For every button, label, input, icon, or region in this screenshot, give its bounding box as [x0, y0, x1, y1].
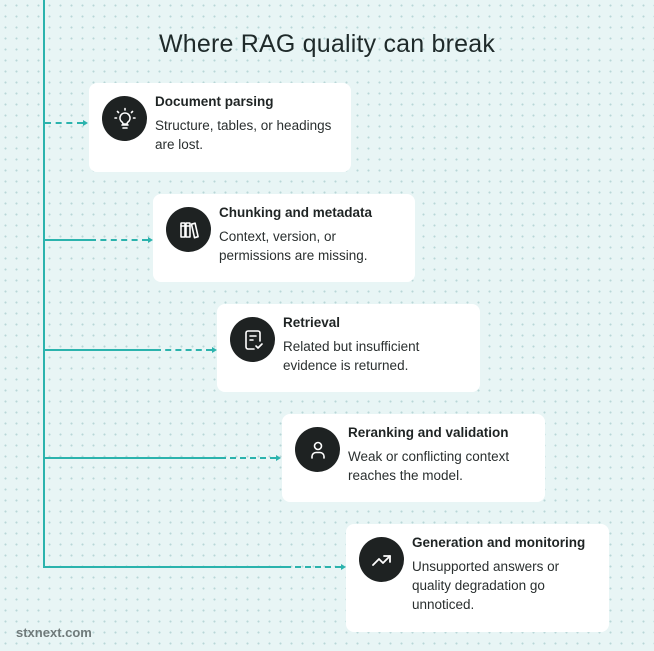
- step-card-generation-monitoring: Generation and monitoring Unsupported an…: [346, 524, 609, 632]
- lightbulb-icon: [102, 96, 147, 141]
- connector-3-solid: [45, 349, 155, 351]
- connector-5-arrow: [341, 564, 346, 570]
- connector-2-dash: [90, 239, 148, 241]
- step-description: Related but insufficient evidence is ret…: [283, 339, 420, 373]
- trend-up-icon: [359, 537, 404, 582]
- connector-3-arrow: [212, 347, 217, 353]
- connector-1: [45, 122, 83, 124]
- step-description: Weak or conflicting context reaches the …: [348, 449, 510, 483]
- person-icon: [295, 427, 340, 472]
- connector-5-dash: [285, 566, 341, 568]
- diagram-title: Where RAG quality can break: [158, 30, 496, 58]
- connector-5-solid: [45, 566, 285, 568]
- flow-spine-line: [43, 0, 45, 568]
- connector-4-arrow: [276, 455, 281, 461]
- step-card-chunking-metadata: Chunking and metadata Context, version, …: [153, 194, 415, 282]
- step-title: Chunking and metadata: [219, 205, 373, 220]
- step-card-reranking-validation: Reranking and validation Weak or conflic…: [282, 414, 545, 502]
- step-title: Reranking and validation: [348, 425, 509, 440]
- step-title: Generation and monitoring: [412, 535, 586, 550]
- step-card-document-parsing: Document parsing Structure, tables, or h…: [89, 83, 351, 172]
- footer-brand-url: stxnext.com: [16, 625, 92, 640]
- connector-1-arrow: [83, 120, 88, 126]
- connector-3-dash: [155, 349, 212, 351]
- books-icon: [166, 207, 211, 252]
- document-check-icon: [230, 317, 275, 362]
- step-description: Context, version, or permissions are mis…: [219, 229, 368, 263]
- step-description: Unsupported answers or quality degradati…: [412, 559, 560, 612]
- step-card-retrieval: Retrieval Related but insufficient evide…: [217, 304, 480, 392]
- connector-2-solid: [45, 239, 90, 241]
- connector-4-solid: [45, 457, 220, 459]
- connector-4-dash: [220, 457, 276, 459]
- connector-2-arrow: [148, 237, 153, 243]
- step-title: Document parsing: [155, 94, 274, 109]
- step-title: Retrieval: [283, 315, 341, 330]
- step-description: Structure, tables, or headings are lost.: [155, 118, 332, 152]
